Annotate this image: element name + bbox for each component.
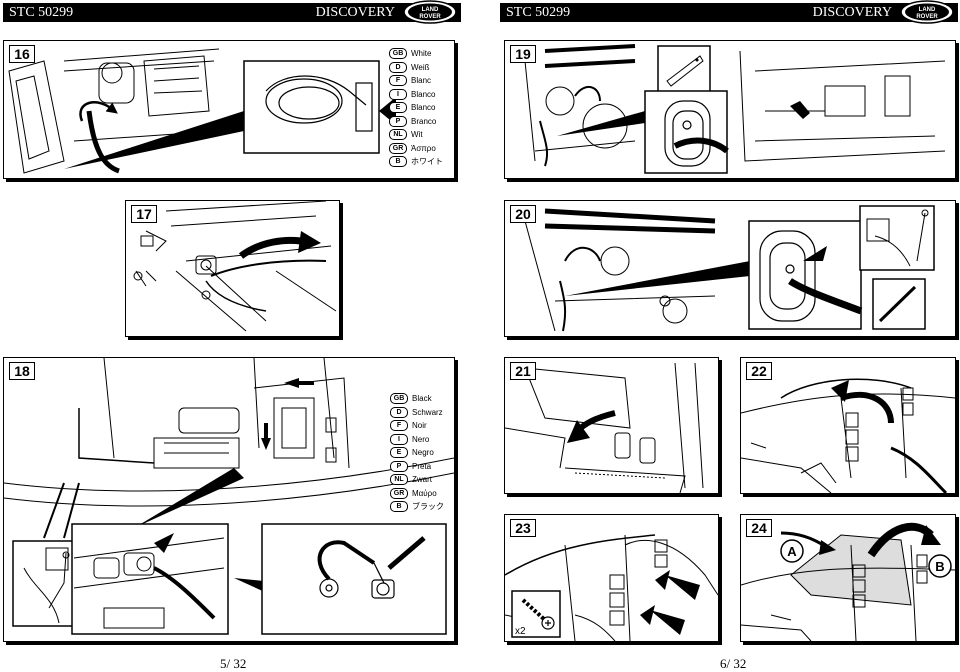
step-number: 17 [131, 205, 157, 223]
step-number: 16 [9, 45, 35, 63]
step-22-panel: 22 [740, 357, 956, 494]
land-rover-logo: LAND ROVER [403, 0, 457, 24]
step-number: 20 [510, 205, 536, 223]
svg-text:LAND: LAND [422, 7, 439, 13]
document-code: STC 50299 [506, 5, 571, 20]
page-header-right: STC 50299 DISCOVERY LAND ROVER [500, 0, 958, 24]
document-code: STC 50299 [9, 5, 74, 20]
step-number: 23 [510, 519, 536, 537]
vehicle-title: DISCOVERY [812, 5, 892, 20]
step-18-illustration [4, 358, 454, 635]
step-19-panel: 19 [504, 40, 956, 179]
step-21-illustration [505, 362, 704, 493]
vehicle-title: DISCOVERY [315, 5, 395, 20]
step-number: 21 [510, 362, 536, 380]
step-number: 22 [746, 362, 772, 380]
page-header-left: STC 50299 DISCOVERY LAND ROVER [3, 0, 461, 24]
step-22-illustration [741, 378, 955, 493]
step-18-panel: 18 [3, 357, 455, 642]
quantity-label: x2 [515, 626, 526, 637]
svg-text:LAND: LAND [919, 7, 936, 13]
step-21-panel: 21 [504, 357, 719, 494]
callout-a: A [787, 544, 797, 559]
svg-text:ROVER: ROVER [916, 14, 938, 20]
step-number: 24 [746, 519, 772, 537]
step-16-illustration [8, 48, 396, 174]
step-23-panel: 23 x2 [504, 514, 719, 642]
step-17-illustration [133, 201, 337, 332]
page-number-left: 5/ 32 [220, 656, 247, 671]
callout-b: B [935, 559, 944, 574]
step-24-illustration: A B [741, 522, 955, 641]
svg-text:ROVER: ROVER [419, 14, 441, 20]
step-number: 19 [510, 45, 536, 63]
step-19-illustration [524, 44, 946, 174]
step-number: 18 [9, 362, 35, 380]
step-23-illustration: x2 [505, 534, 718, 641]
step-20-illustration [524, 205, 935, 332]
step-20-panel: 20 [504, 200, 956, 337]
step-17-panel: 17 [125, 200, 340, 337]
step-24-panel: 24 A B [740, 514, 956, 642]
page-number-right: 6/ 32 [720, 656, 747, 671]
land-rover-logo: LAND ROVER [900, 0, 954, 24]
